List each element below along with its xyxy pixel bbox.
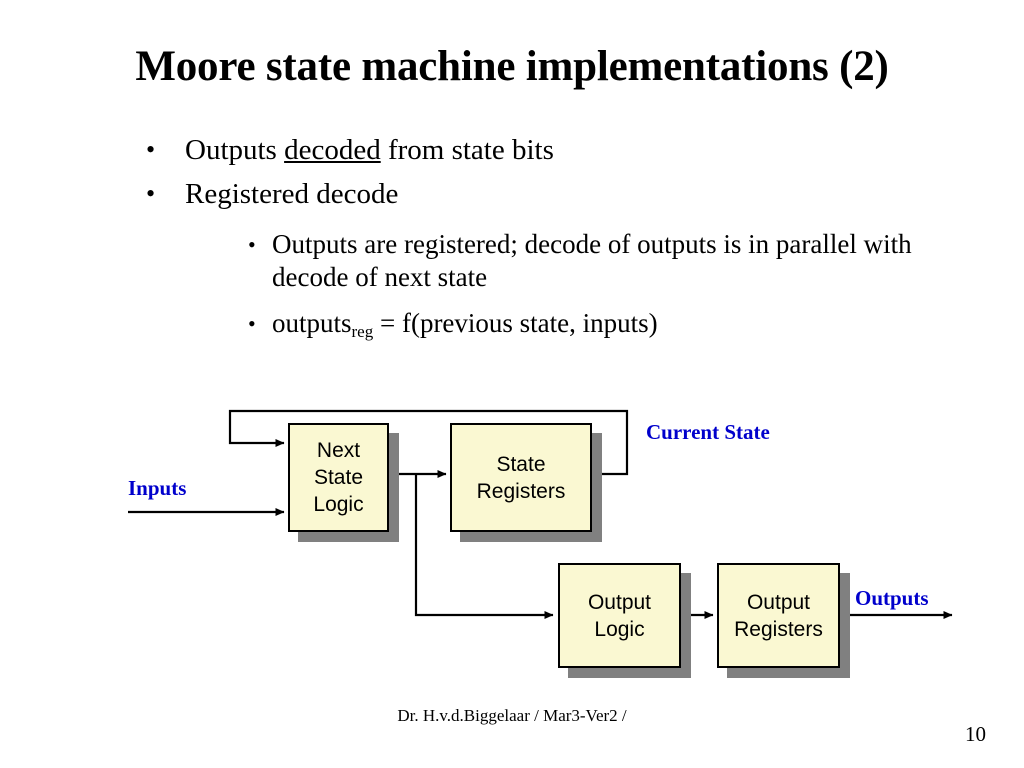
bullet-marker: • <box>146 179 156 208</box>
sub-bullet-2-base: outputs <box>272 308 352 338</box>
footer-text: Dr. H.v.d.Biggelaar / Mar3-Ver2 / <box>397 706 627 725</box>
bullet-item-1: • Outputs decoded from state bits <box>138 128 938 172</box>
page-title: Moore state machine implementations (2) <box>135 43 889 90</box>
wire-current-state-feedback <box>228 409 629 476</box>
output-logic-box[interactable]: Output Logic <box>558 563 681 668</box>
sub-bullet-item-2: • outputsreg = f(previous state, inputs) <box>246 307 938 348</box>
sub-bullet-2-rest: = f(previous state, inputs) <box>373 308 658 338</box>
output-logic-line-2: Logic <box>594 617 645 641</box>
bullet-1-suffix: from state bits <box>380 134 554 166</box>
state-registers-box[interactable]: State Registers <box>450 423 592 532</box>
bullet-marker: • <box>248 311 256 336</box>
sub-bullet-2-subscript: reg <box>351 322 374 341</box>
state-registers-line-2: Registers <box>476 479 566 503</box>
next-state-logic-line-1: Next <box>316 439 361 462</box>
inputs-label: Inputs <box>128 476 187 500</box>
sub-bullet-1-text: Outputs are registered; decode of output… <box>272 229 912 292</box>
next-state-logic-line-2: State <box>313 466 364 489</box>
output-registers-line-2: Registers <box>734 617 823 641</box>
state-machine-diagram: Next State Logic State Registers Output … <box>0 390 1024 690</box>
wire-branch-to-output-logic <box>414 474 554 619</box>
output-registers-line-1: Output <box>746 590 811 614</box>
output-registers-box[interactable]: Output Registers <box>717 563 840 668</box>
bullet-1-prefix: Outputs <box>185 134 285 166</box>
current-state-label: Current State <box>646 420 770 444</box>
bullet-1-underlined: decoded <box>284 134 381 166</box>
page-number: 10 <box>965 722 986 746</box>
next-state-logic-line-3: Logic <box>313 493 364 516</box>
bullet-marker: • <box>248 232 256 257</box>
bullet-2-text: Registered decode <box>185 178 399 210</box>
next-state-logic-box[interactable]: Next State Logic <box>288 423 389 532</box>
sub-bullet-item-1: • Outputs are registered; decode of outpu… <box>246 228 938 294</box>
bullet-item-2: • Registered decode <box>138 172 938 216</box>
output-logic-line-1: Output <box>587 590 652 614</box>
bullet-marker: • <box>146 135 156 164</box>
bullet-list: • Outputs decoded from state bits • Regist… <box>138 128 938 361</box>
outputs-label: Outputs <box>855 586 929 610</box>
state-registers-line-1: State <box>496 452 546 476</box>
sub-bullet-group: • Outputs are registered; decode of outpu… <box>138 228 938 348</box>
